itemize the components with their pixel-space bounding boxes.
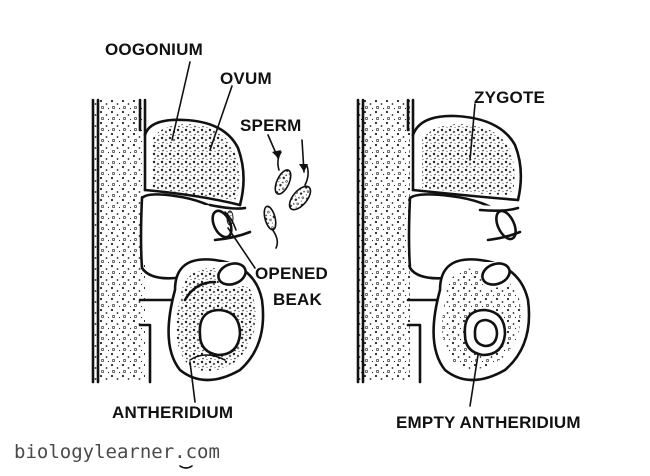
oogonium-label: OOGONIUM [105,40,203,59]
sperm-label: SPERM [240,116,301,135]
sperm-cell [288,165,312,211]
antheridium-label: ANTHERIDIUM [112,403,233,422]
ovum-body [152,124,240,200]
left-panel: OOGONIUM OVUM SPERM OPENED BEAK ANTHERID… [91,40,328,422]
right-filament-wall [358,100,410,380]
right-panel: ZYGOTE EMPTY ANTHERIDIUM [356,88,581,432]
zygote-label: ZYGOTE [474,88,545,107]
antheridium-leader [189,361,196,403]
opened-label: OPENED [255,264,328,283]
zygote-leader [469,103,476,161]
zygote-cell [411,114,523,202]
empty-antheridium-label: EMPTY ANTHERIDIUM [396,413,581,432]
ovum-leader [209,85,233,151]
sperm-cell [263,205,279,249]
watermark: biologylearner.com [14,441,220,469]
oogonium-leader [171,61,191,141]
ovum-label: OVUM [220,69,272,88]
ovum-cell [143,118,245,207]
antheridium [167,258,265,382]
empty-antheridium [432,258,531,382]
opened-beak-leader [227,227,256,269]
left-filament-wall [93,100,145,380]
watermark-text: biologylearner.com [14,441,220,463]
beak-label: BEAK [273,290,322,309]
opened-beak [205,203,252,242]
zygote-body [422,124,515,195]
zygote-beak [478,205,522,242]
empty-antheridium-leader [469,354,479,407]
sperm-cell [274,151,292,195]
sperm-cells [263,151,312,249]
